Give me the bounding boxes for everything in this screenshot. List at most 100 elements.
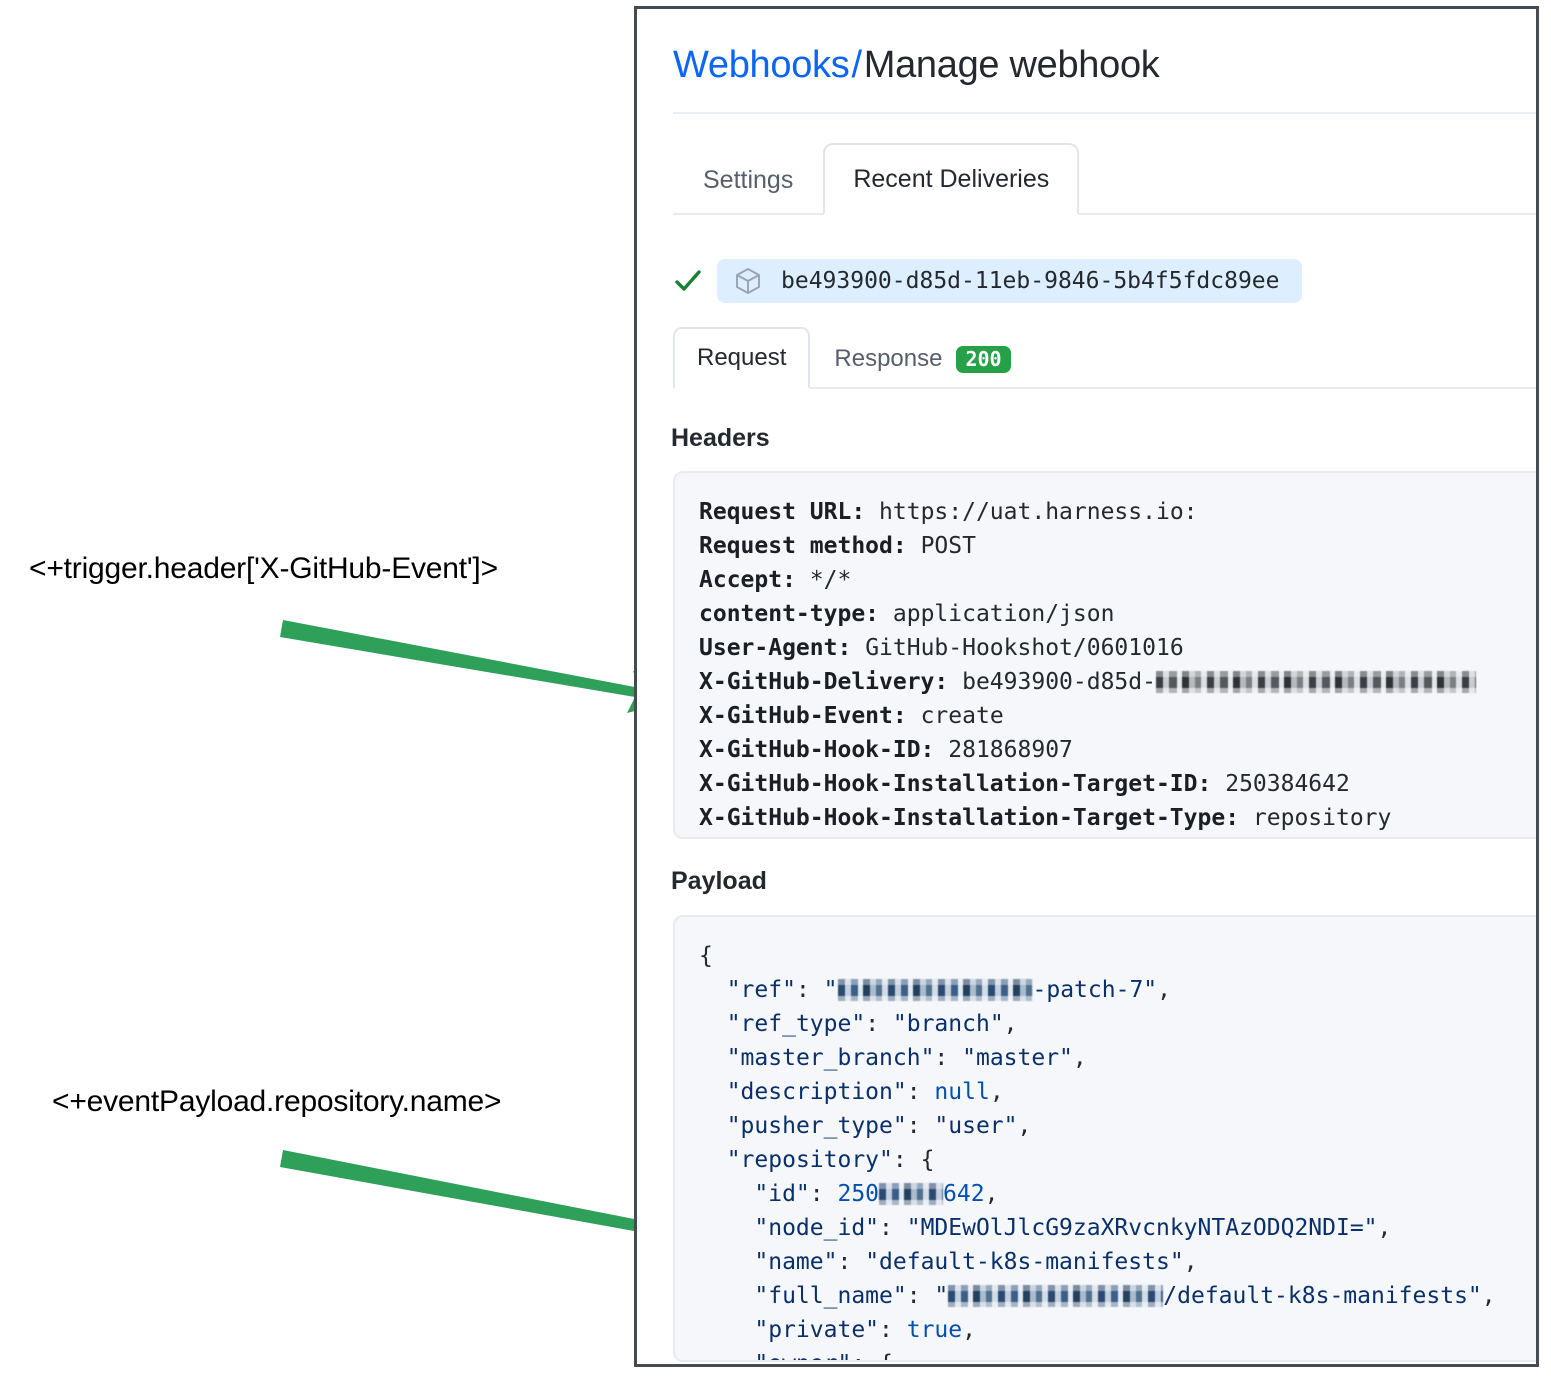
json-brace: { <box>879 1351 893 1360</box>
breadcrumb-separator: / <box>851 44 862 86</box>
header-value: 281868907 <box>948 737 1073 763</box>
outer-tabs: Settings Recent Deliveries <box>673 143 1080 215</box>
payload-line: "ref_type": "branch", <box>699 1007 1536 1041</box>
json-comma: , <box>962 1317 976 1343</box>
payload-heading: Payload <box>671 867 767 895</box>
header-key: X-GitHub-Hook-ID: <box>699 737 935 763</box>
json-comma: , <box>1072 1045 1087 1071</box>
delivery-id-pill[interactable]: be493900-d85d-11eb-9846-5b4f5fdc89ee <box>717 259 1302 303</box>
json-colon: : <box>892 1147 921 1173</box>
header-key: content-type: <box>699 601 880 627</box>
json-comma: , <box>1377 1215 1392 1241</box>
json-colon: : <box>837 1249 866 1275</box>
json-colon: : <box>865 1011 893 1037</box>
header-value: be493900-d85d- <box>962 669 1156 695</box>
json-brace: { <box>699 943 713 969</box>
json-comma: , <box>1481 1283 1496 1309</box>
header-value: https://uat.harness.io: <box>879 499 1198 525</box>
payload-line: "repository": { <box>699 1143 1536 1177</box>
json-string: "MDEwOlJlcG9zaXRvcnkyNTAzODQ2NDI=" <box>906 1215 1378 1241</box>
json-key: "pusher_type" <box>726 1113 907 1139</box>
json-comma: , <box>1183 1249 1198 1275</box>
json-colon: : <box>906 1283 935 1309</box>
header-line-x-github-event: X-GitHub-Event: create <box>699 699 1536 733</box>
json-colon: : <box>934 1045 963 1071</box>
json-string: -patch-7" <box>1032 977 1158 1003</box>
inner-tabs-rule <box>673 387 1536 389</box>
header-key: X-GitHub-Hook-Installation-Target-Type: <box>699 805 1240 831</box>
headers-code-box: Request URL: https://uat.harness.io: Req… <box>673 471 1536 839</box>
json-colon: : <box>809 1181 838 1207</box>
status-badge: 200 <box>956 345 1011 373</box>
cube-icon <box>733 266 763 296</box>
json-key: "repository" <box>726 1147 893 1173</box>
redacted-delivery-id <box>1155 671 1476 693</box>
header-value: */* <box>809 567 852 593</box>
json-colon: : <box>795 977 824 1003</box>
json-colon: : <box>879 1215 907 1241</box>
payload-line: "node_id": "MDEwOlJlcG9zaXRvcnkyNTAzODQ2… <box>699 1211 1536 1245</box>
json-quote: " <box>823 977 838 1003</box>
json-comma: , <box>989 1079 1004 1105</box>
header-line: X-GitHub-Delivery: be493900-d85d- <box>699 665 1536 699</box>
title-divider <box>673 112 1536 114</box>
payload-line: "master_branch": "master", <box>699 1041 1536 1075</box>
json-key: "full_name" <box>754 1283 907 1309</box>
json-quote: " <box>934 1283 949 1309</box>
payload-line: "description": null, <box>699 1075 1536 1109</box>
webhook-panel: Webhooks/Manage webhook Settings Recent … <box>634 6 1539 1367</box>
json-key: "ref" <box>726 977 796 1003</box>
header-line: Request method: POST <box>699 529 1536 563</box>
annotation-label-event-payload: <+eventPayload.repository.name> <box>52 1085 502 1118</box>
header-key: X-GitHub-Delivery: <box>699 669 949 695</box>
header-value: repository <box>1252 805 1392 831</box>
json-string: "master" <box>962 1045 1073 1071</box>
header-value: create <box>920 703 1004 729</box>
json-number: 642 <box>943 1181 985 1207</box>
json-colon: : <box>851 1351 879 1360</box>
json-literal: null <box>934 1079 990 1105</box>
payload-line: "owner": { <box>699 1347 1536 1360</box>
payload-line-full-name: "full_name": " /default-k8s-manifests", <box>699 1279 1536 1313</box>
header-key: X-GitHub-Event: <box>699 703 907 729</box>
json-literal: true <box>906 1317 963 1343</box>
header-value: application/json <box>892 601 1115 627</box>
json-colon: : <box>906 1113 935 1139</box>
payload-line: "pusher_type": "user", <box>699 1109 1536 1143</box>
header-value: 250384642 <box>1225 771 1350 797</box>
tab-request[interactable]: Request <box>673 327 811 389</box>
headers-heading: Headers <box>671 424 770 452</box>
check-icon <box>673 266 703 296</box>
tab-settings[interactable]: Settings <box>703 165 794 194</box>
json-key: "description" <box>726 1079 907 1105</box>
json-number: 250 <box>837 1181 880 1207</box>
inner-tabs: Request Response 200 <box>673 327 1035 389</box>
breadcrumb-webhooks-link[interactable]: Webhooks <box>673 44 850 86</box>
header-value: POST <box>920 533 976 559</box>
json-string: "user" <box>934 1113 1018 1139</box>
page-title: Webhooks/Manage webhook <box>673 41 1160 89</box>
json-comma: , <box>1157 977 1171 1003</box>
outer-tabs-rule <box>673 213 1536 215</box>
json-key: "private" <box>754 1317 880 1343</box>
header-line: User-Agent: GitHub-Hookshot/0601016 <box>699 631 1536 665</box>
json-key: "owner" <box>754 1351 851 1360</box>
tab-recent-deliveries[interactable]: Recent Deliveries <box>823 143 1080 215</box>
json-key: "master_branch" <box>726 1045 935 1071</box>
json-string: /default-k8s-manifests" <box>1163 1283 1482 1309</box>
json-string: "default-k8s-manifests" <box>865 1249 1184 1275</box>
json-key: "node_id" <box>754 1215 880 1241</box>
header-key: Request method: <box>699 533 907 559</box>
header-value: GitHub-Hookshot/0601016 <box>865 635 1184 661</box>
delivery-row: be493900-d85d-11eb-9846-5b4f5fdc89ee <box>673 259 1302 303</box>
header-line: Request URL: https://uat.harness.io: <box>699 495 1536 529</box>
payload-line-name: "name": "default-k8s-manifests", <box>699 1245 1536 1279</box>
header-key: Accept: <box>699 567 796 593</box>
redacted-username <box>837 979 1033 1001</box>
json-string: "branch" <box>892 1011 1004 1037</box>
tab-request-label: Request <box>697 344 787 371</box>
json-colon: : <box>879 1317 907 1343</box>
redacted-repo-id <box>879 1183 944 1205</box>
tab-response[interactable]: Response 200 <box>810 327 1034 389</box>
